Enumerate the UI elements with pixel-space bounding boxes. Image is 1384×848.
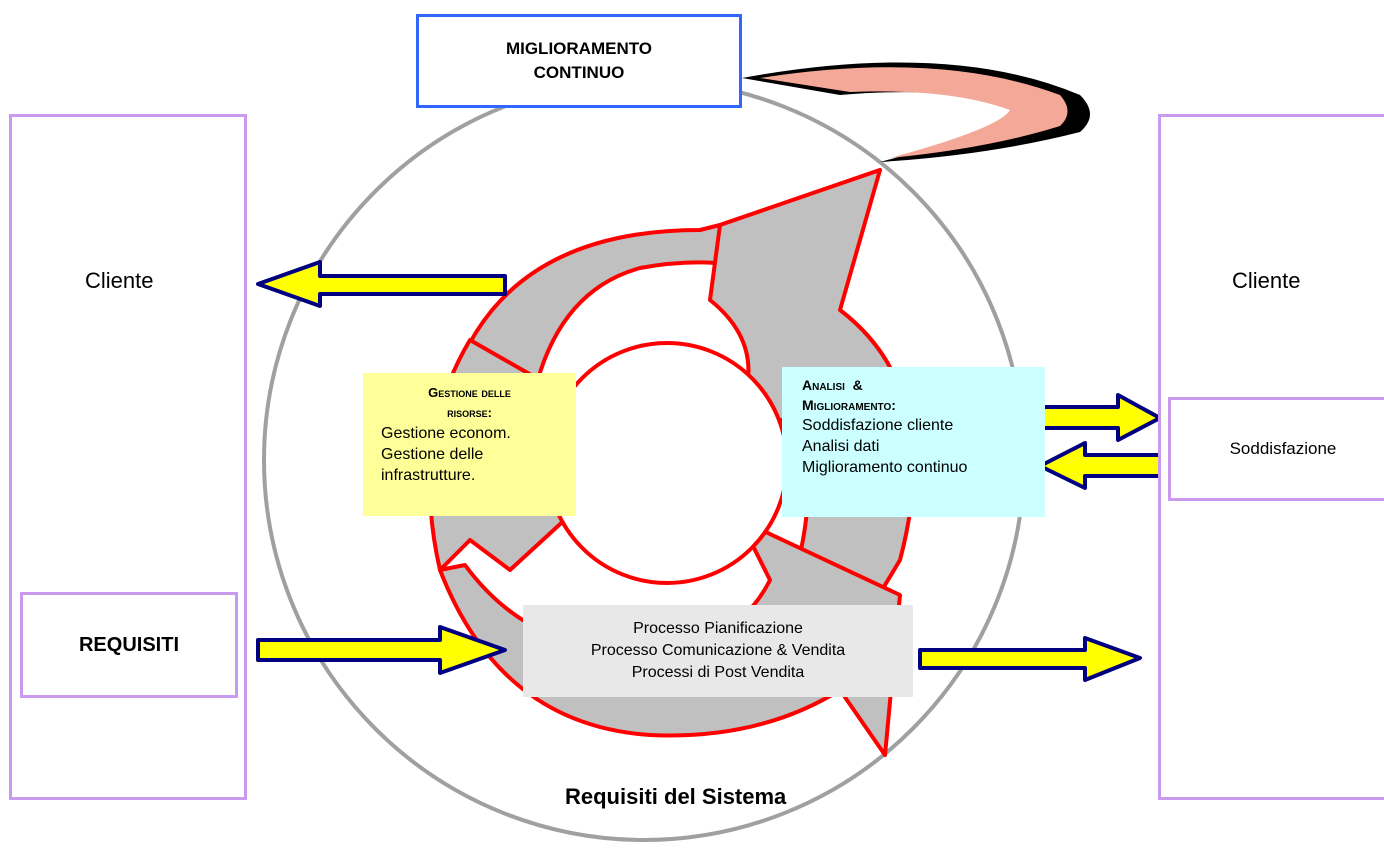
requisiti-sistema-label: Requisiti del Sistema bbox=[565, 784, 787, 809]
left-cliente-title: Cliente bbox=[85, 268, 154, 293]
requisiti-box: REQUISITI bbox=[20, 592, 238, 698]
analysis-item: Soddisfazione cliente bbox=[802, 417, 954, 434]
resources-item: Gestione econom. bbox=[381, 425, 511, 442]
arrow-from-soddisfazione bbox=[1038, 441, 1162, 490]
right-cliente-title: Cliente bbox=[1232, 268, 1301, 293]
analysis-item: Analisi dati bbox=[802, 438, 880, 455]
requisiti-label: REQUISITI bbox=[78, 633, 179, 656]
analysis-heading-line2: Miglioramento: bbox=[802, 397, 896, 413]
top-box-line1: MIGLIORAMENTO bbox=[505, 39, 653, 58]
arrow-left-to-cliente bbox=[256, 260, 507, 308]
gestione-risorse-box: Gestione delle risorse: Gestione econom.… bbox=[363, 373, 576, 516]
arrow-requisiti-in bbox=[256, 625, 507, 675]
resources-item: infrastrutture. bbox=[381, 467, 476, 484]
cycle-hole bbox=[545, 341, 789, 585]
resources-heading-line1: Gestione delle bbox=[428, 385, 511, 400]
swoosh-arrow bbox=[742, 62, 1090, 163]
resources-item: Gestione delle bbox=[381, 446, 484, 463]
process-item: Processi di Post Vendita bbox=[631, 664, 805, 681]
analysis-item: Miglioramento continuo bbox=[802, 459, 968, 476]
arrow-out-right bbox=[918, 636, 1142, 682]
analysis-heading-line1: Analisi & bbox=[802, 377, 863, 393]
arrow-to-soddisfazione bbox=[1041, 393, 1162, 442]
analisi-miglioramento-box: Analisi & Miglioramento: Soddisfazione c… bbox=[782, 367, 1045, 517]
process-item: Processo Pianificazione bbox=[633, 620, 803, 637]
soddisfazione-label: Soddisfazione bbox=[1229, 439, 1337, 458]
processi-box: Processo Pianificazione Processo Comunic… bbox=[523, 605, 913, 697]
process-item: Processo Comunicazione & Vendita bbox=[590, 642, 846, 659]
resources-heading-line2: risorse: bbox=[447, 405, 492, 420]
top-box-line2: CONTINUO bbox=[533, 63, 625, 82]
soddisfazione-box: Soddisfazione bbox=[1168, 397, 1384, 501]
miglioramento-continuo-box: MIGLIORAMENTO CONTINUO bbox=[416, 14, 742, 108]
